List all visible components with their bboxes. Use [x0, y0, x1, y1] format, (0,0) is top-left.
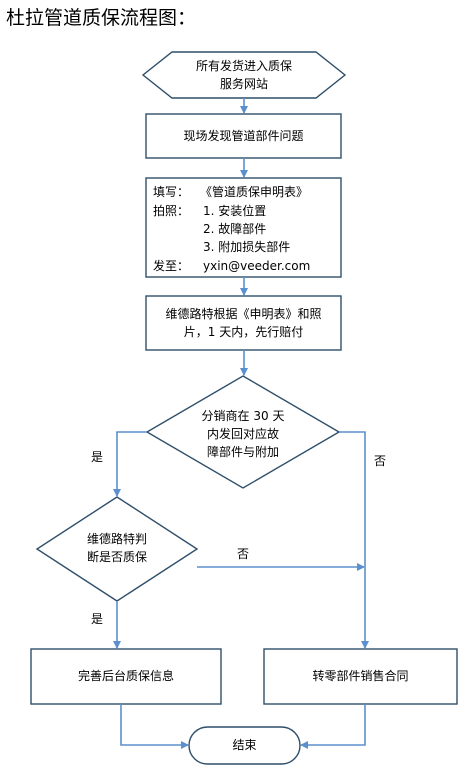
photo-label: 拍照：	[153, 204, 190, 218]
decision-return-line-3: 障部件与附加	[206, 445, 279, 459]
photo-item-3: 3. 附加损失部件	[203, 240, 291, 254]
start-text: 所有发货进入质保 服务网站	[143, 57, 345, 93]
fill-label: 填写：	[153, 185, 190, 199]
compensate-line-2: 片，1 天内，先行赔付	[183, 325, 304, 339]
decision-return-line-2: 内发回对应故	[206, 427, 279, 441]
start-line-1: 所有发货进入质保	[195, 59, 292, 73]
edge-label-no-1: 否	[374, 454, 387, 468]
end-text: 结束	[232, 738, 257, 752]
photo-item-1: 1. 安装位置	[203, 204, 267, 218]
start-line-2: 服务网站	[219, 77, 268, 91]
complete-info-box	[30, 648, 222, 705]
decision-return-text: 分销商在 30 天 内发回对应故 障部件与附加	[183, 407, 303, 461]
decision-warranty-line-1: 维德路特判	[86, 532, 147, 546]
decision-warranty-text: 维德路特判 断是否质保	[62, 530, 172, 566]
compensate-text: 维德路特根据《申明表》和照 片，1 天内，先行赔付	[146, 305, 341, 341]
sales-contract-text: 转零部件销售合同	[312, 669, 409, 683]
send-label: 发至：	[153, 259, 190, 273]
complete-info-text: 完善后台质保信息	[77, 669, 174, 683]
start-shape	[141, 51, 347, 99]
find-problem-box	[145, 113, 342, 159]
edge-label-no-2: 否	[237, 547, 250, 561]
sales-contract-box	[263, 648, 458, 705]
decision-return-line-1: 分销商在 30 天	[201, 409, 285, 423]
send-value: yxin@veeder.com	[203, 259, 311, 273]
fill-form-box	[145, 177, 342, 278]
compensate-box	[145, 295, 342, 351]
decision-warranty-line-2: 断是否质保	[86, 550, 147, 564]
edge-label-yes-1: 是	[91, 450, 104, 464]
arrow-sales-to-end	[300, 704, 366, 749]
edge-label-yes-2: 是	[91, 612, 104, 626]
compensate-line-1: 维德路特根据《申明表》和照	[165, 307, 322, 321]
arrow-complete-to-end	[120, 704, 189, 749]
page-title: 杜拉管道质保流程图：	[6, 7, 197, 29]
decision-return-shape	[145, 375, 341, 489]
arrow-yes-to-warranty	[113, 431, 147, 497]
arrow-no-to-sales	[339, 431, 369, 649]
find-problem-text: 现场发现管道部件问题	[183, 129, 304, 143]
fill-value: 《管道质保申明表》	[200, 185, 309, 199]
photo-item-2: 2. 故障部件	[203, 222, 267, 236]
